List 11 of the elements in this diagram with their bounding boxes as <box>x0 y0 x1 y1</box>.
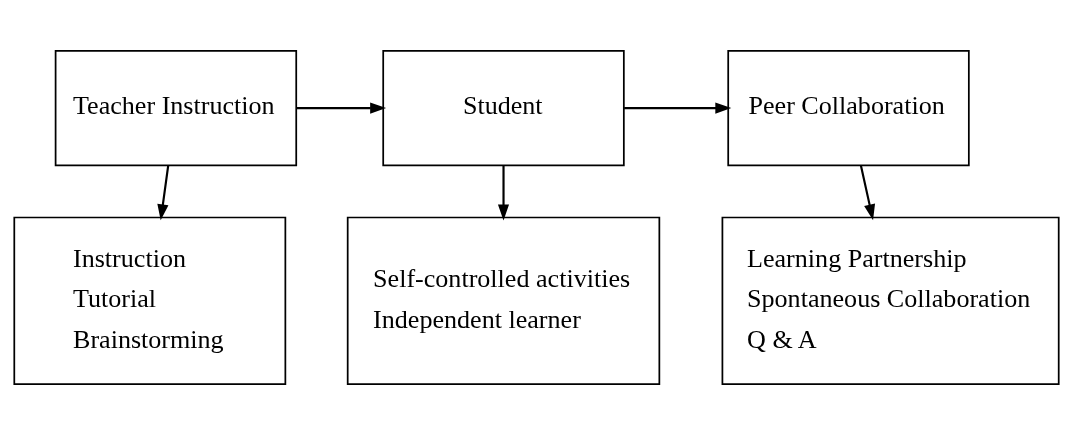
node-box: Learning Partnership Spontaneous Collaboration Q & A <box>721 216 1060 385</box>
node-box: Self-controlled activities Independent learner <box>346 216 661 385</box>
node-box: Teacher Instruction <box>54 49 298 166</box>
node-box: Student <box>382 49 625 166</box>
arrow <box>497 164 510 220</box>
arrow <box>157 164 170 220</box>
arrow <box>859 164 876 220</box>
node-box: Peer Collaboration <box>727 49 970 166</box>
node-box: Instruction Tutorial Brainstorming <box>13 216 287 385</box>
arrow <box>296 101 387 114</box>
arrow <box>624 101 732 114</box>
